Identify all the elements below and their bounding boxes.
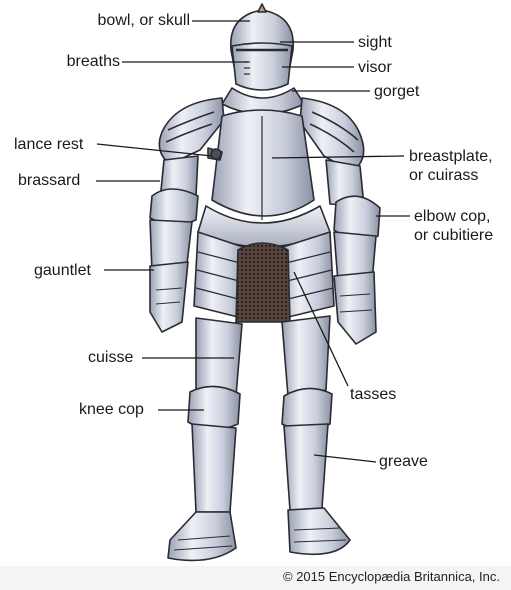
copyright-notice: © 2015 Encyclopædia Britannica, Inc. [283,569,500,584]
label-tasses: tasses [350,385,396,404]
right-sabaton [288,508,350,554]
label-bowl: bowl, or skull [62,11,190,30]
right-greave [284,424,328,510]
label-brassard: brassard [18,171,80,190]
helmet-comb [258,4,266,12]
left-elbow [150,189,198,225]
label-gorget: gorget [374,82,419,101]
label-greave: greave [379,452,428,471]
right-cuisse [282,316,330,396]
label-visor: visor [358,58,392,77]
label-knee-cop: knee cop [79,400,144,419]
label-cuisse: cuisse [88,348,133,367]
label-elbow-cop-line2: or cubitiere [414,226,493,245]
left-gauntlet [150,262,188,332]
label-sight: sight [358,33,392,52]
label-gauntlet: gauntlet [34,261,91,280]
label-breaths: breaths [30,52,120,71]
right-gauntlet [334,272,376,344]
label-breastplate-line1: breastplate, [409,147,493,166]
label-lance-rest: lance rest [14,135,83,154]
label-breastplate-line2: or cuirass [409,166,478,185]
label-elbow-cop-line1: elbow cop, [414,207,491,226]
left-cuisse [196,318,242,396]
breastplate-shape [212,110,314,216]
left-greave [192,424,236,512]
mail-skirt [236,243,290,322]
left-knee-cop [188,386,240,429]
